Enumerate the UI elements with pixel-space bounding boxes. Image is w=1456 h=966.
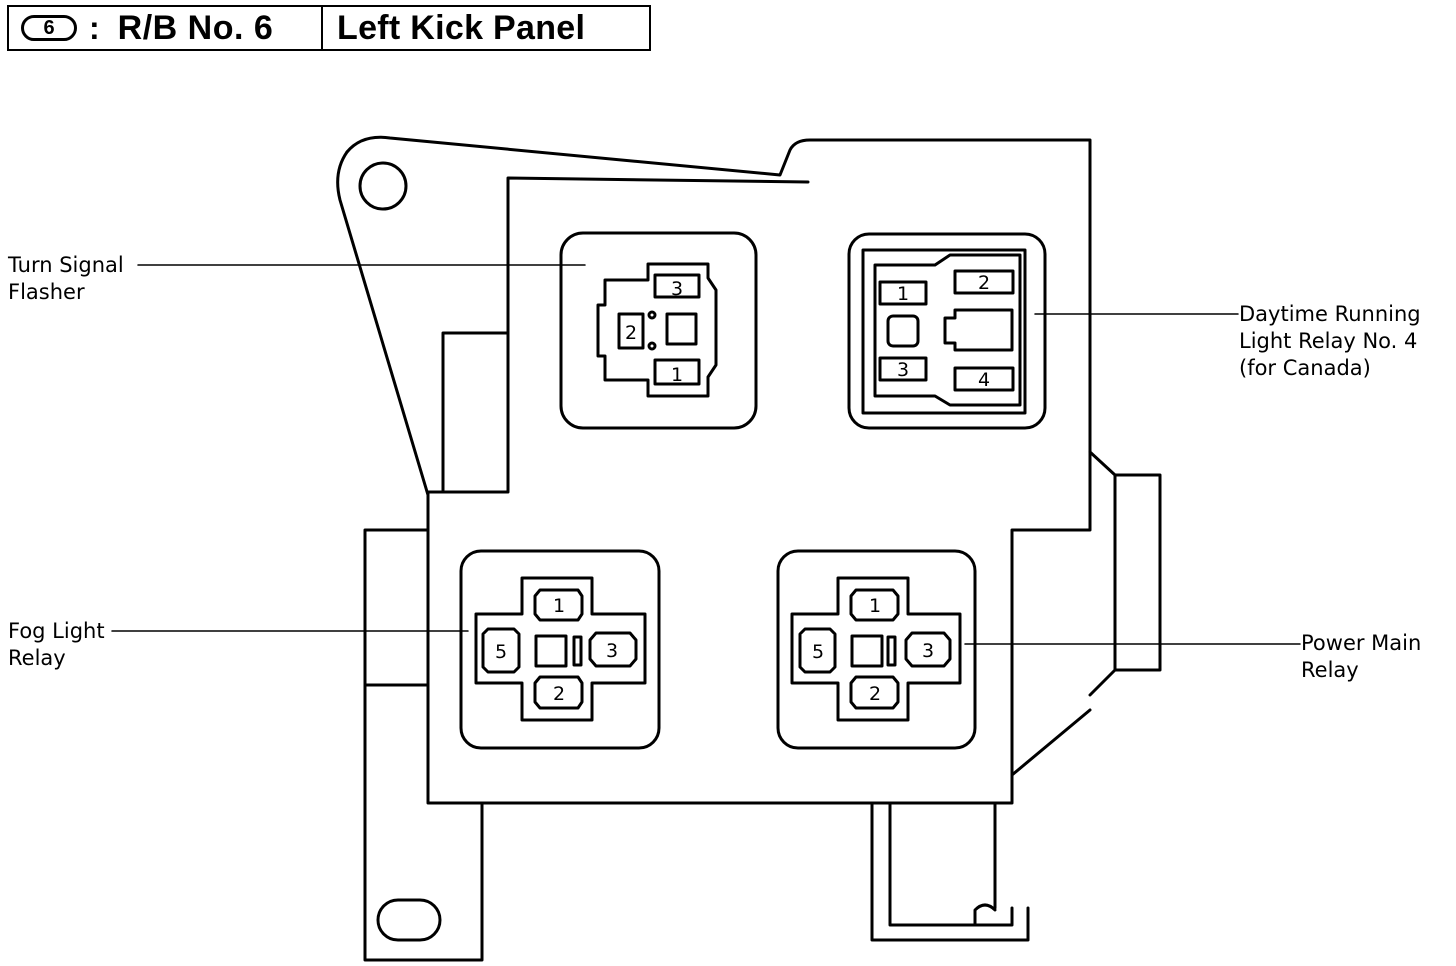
power-main-pin-5-label: 5 bbox=[812, 641, 824, 663]
fog-pin-2 bbox=[533, 675, 584, 710]
fog-center-pad bbox=[534, 634, 568, 668]
housing-side-rib bbox=[441, 331, 510, 492]
power-main-cross-housing bbox=[790, 576, 962, 722]
drl-pin-2-label: 2 bbox=[978, 272, 990, 294]
drl-contact-pad bbox=[943, 308, 1014, 352]
flasher-pin-1-label: 1 bbox=[671, 364, 683, 386]
drl-pin-2 bbox=[953, 269, 1015, 295]
relay-block-name: R/B No. 6 bbox=[117, 8, 274, 47]
drl-label-line1: Daytime Running bbox=[1239, 302, 1421, 326]
flasher-pin-2 bbox=[617, 312, 645, 350]
relay-block-id: 6 : R/B No. 6 bbox=[9, 7, 323, 49]
side-connector-right bbox=[1088, 450, 1162, 697]
drl-coil-pad bbox=[886, 314, 920, 348]
flasher-socket-frame bbox=[559, 231, 758, 430]
fog-pin-3 bbox=[588, 631, 638, 668]
drl-pin-3-label: 3 bbox=[897, 359, 909, 381]
power-main-socket-frame bbox=[776, 549, 977, 750]
drl-socket-inner-frame bbox=[861, 248, 1027, 415]
fog-pin-2-label: 2 bbox=[553, 683, 565, 705]
relay-block-location: Left Kick Panel bbox=[337, 8, 586, 47]
fog-label-line2: Relay bbox=[8, 646, 66, 670]
fog-label-line1: Fog Light bbox=[8, 619, 105, 643]
fog-pin-5 bbox=[481, 627, 521, 674]
turn-signal-label-line2: Flasher bbox=[8, 280, 85, 304]
drl-socket-outer-frame bbox=[847, 232, 1047, 430]
power-main-pin-2 bbox=[849, 675, 900, 710]
bottom-left-bracket bbox=[363, 528, 484, 962]
flasher-pin-3-label: 3 bbox=[671, 278, 683, 300]
fog-cross-housing bbox=[474, 576, 647, 722]
bottom-right-tab bbox=[870, 801, 1030, 942]
bracket-slot bbox=[376, 898, 442, 942]
fog-pin-1-label: 1 bbox=[553, 595, 565, 617]
power-main-label-line1: Power Main bbox=[1301, 631, 1422, 655]
drl-relay-socket: 1 2 3 4 bbox=[847, 232, 1047, 430]
power-main-relay-socket: 1 2 3 5 bbox=[776, 549, 977, 750]
power-main-center-pad bbox=[850, 634, 884, 668]
power-main-pin-5 bbox=[798, 627, 837, 674]
fog-light-relay-socket: 1 2 3 5 bbox=[459, 549, 661, 750]
turn-signal-flasher-socket: 3 2 1 bbox=[559, 231, 758, 430]
drl-pin-1-label: 1 bbox=[897, 283, 909, 305]
flasher-pin-1 bbox=[653, 358, 701, 386]
power-main-pin-1 bbox=[849, 588, 900, 622]
fog-socket-frame bbox=[459, 549, 661, 750]
drl-label-line2: Light Relay No. 4 bbox=[1239, 329, 1418, 353]
drl-pin-3 bbox=[878, 356, 928, 382]
flasher-pin-3 bbox=[653, 273, 701, 299]
fog-contact-bar bbox=[572, 635, 583, 667]
fog-pin-5-label: 5 bbox=[495, 641, 507, 663]
turn-signal-label-line1: Turn Signal bbox=[8, 253, 124, 277]
drl-pin-1 bbox=[878, 280, 928, 306]
fog-pin-3-label: 3 bbox=[606, 640, 618, 662]
relay-block-housing bbox=[336, 135, 1162, 962]
drl-pin-4-label: 4 bbox=[978, 369, 990, 391]
title-colon: : bbox=[89, 9, 100, 46]
flasher-connector-body bbox=[596, 262, 718, 398]
fog-pin-1 bbox=[533, 588, 584, 622]
mounting-hole bbox=[358, 161, 408, 211]
power-main-contact-bar bbox=[886, 635, 897, 667]
flasher-contact-top bbox=[647, 310, 657, 320]
flasher-pin-2-label: 2 bbox=[625, 322, 637, 344]
flasher-contact-bottom bbox=[647, 341, 657, 351]
drl-label-line3: (for Canada) bbox=[1239, 356, 1371, 380]
circled-number-badge: 6 bbox=[21, 15, 77, 41]
leader-lines bbox=[111, 264, 1301, 645]
housing-mount-arm bbox=[336, 150, 430, 497]
housing-back-plate bbox=[345, 135, 1092, 777]
power-main-pin-2-label: 2 bbox=[869, 683, 881, 705]
flasher-center-pad bbox=[665, 312, 698, 346]
power-main-pin-3-label: 3 bbox=[922, 640, 934, 662]
power-main-label-line2: Relay bbox=[1301, 658, 1359, 682]
diagram-title-box: 6 : R/B No. 6 Left Kick Panel bbox=[7, 5, 651, 51]
housing-front-face bbox=[426, 176, 1014, 805]
drl-pin-4 bbox=[953, 366, 1015, 392]
power-main-pin-3 bbox=[904, 631, 952, 668]
power-main-pin-1-label: 1 bbox=[869, 595, 881, 617]
